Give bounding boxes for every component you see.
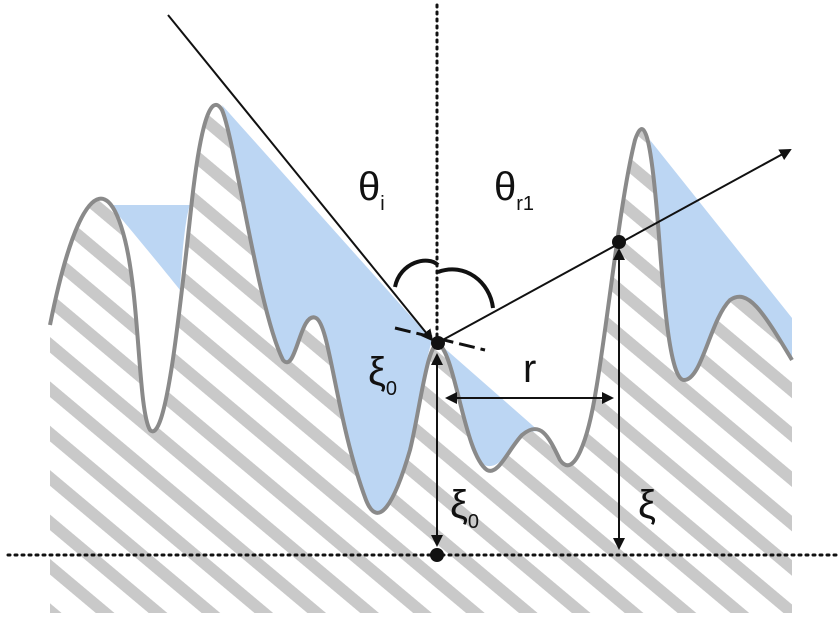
theta-r1-label: θr1 — [494, 165, 534, 215]
shadow-region-center — [442, 346, 540, 467]
theta-i-label: θi — [358, 165, 385, 215]
shadow-region-main — [222, 105, 432, 513]
angle-arc-incident — [393, 258, 440, 288]
shadow-region-right — [650, 140, 792, 380]
xi0-label-bottom: ξ0 — [450, 483, 479, 533]
incident-ray — [167, 14, 434, 342]
xi0-label-left: ξ0 — [368, 350, 397, 400]
ray-surface-intersection-point — [612, 235, 626, 249]
baseline-point — [430, 548, 444, 562]
shadow-region-left — [110, 205, 190, 290]
r-label: r — [523, 347, 536, 391]
xi-label: ξ — [638, 483, 656, 527]
scattering-point — [431, 336, 445, 350]
rough-surface-profile — [48, 102, 794, 515]
angle-arc-reflected — [437, 267, 495, 309]
